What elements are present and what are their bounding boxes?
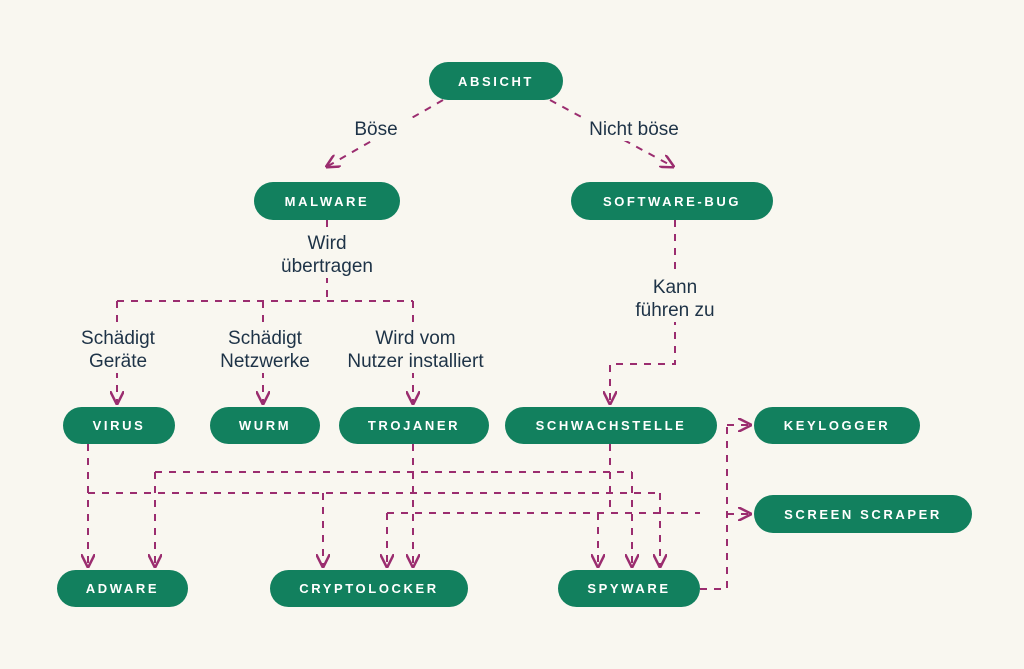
node-cryptolocker[interactable]: CRYPTOLOCKER: [270, 570, 468, 607]
edge-label-schaedigt-geraete: Schädigt Geräte: [62, 327, 174, 373]
connector-absicht-to-software-bug: [549, 99, 672, 166]
node-adware[interactable]: ADWARE: [57, 570, 188, 607]
node-keylogger[interactable]: KEYLOGGER: [754, 407, 920, 444]
node-screen-scraper[interactable]: SCREEN SCRAPER: [754, 495, 972, 533]
node-spyware[interactable]: SPYWARE: [558, 570, 700, 607]
node-virus[interactable]: VIRUS: [63, 407, 175, 444]
edge-label-boese: Böse: [330, 118, 422, 141]
node-software-bug[interactable]: SOFTWARE-BUG: [571, 182, 773, 220]
edge-label-wird-installiert: Wird vom Nutzer installiert: [338, 327, 493, 373]
edge-label-wird-uebertragen: Wird übertragen: [254, 232, 400, 278]
node-absicht[interactable]: ABSICHT: [429, 62, 563, 100]
edge-label-kann-fuehren-zu: Kann führen zu: [608, 276, 742, 322]
edge-label-schaedigt-netz: Schädigt Netzwerke: [200, 327, 330, 373]
node-wurm[interactable]: WURM: [210, 407, 320, 444]
node-malware[interactable]: MALWARE: [254, 182, 400, 220]
connector-spyware-to-right-rail: [700, 425, 728, 590]
node-trojaner[interactable]: TROJANER: [339, 407, 489, 444]
edge-label-nicht-boese: Nicht böse: [560, 118, 708, 141]
node-schwachstelle[interactable]: SCHWACHSTELLE: [505, 407, 717, 444]
